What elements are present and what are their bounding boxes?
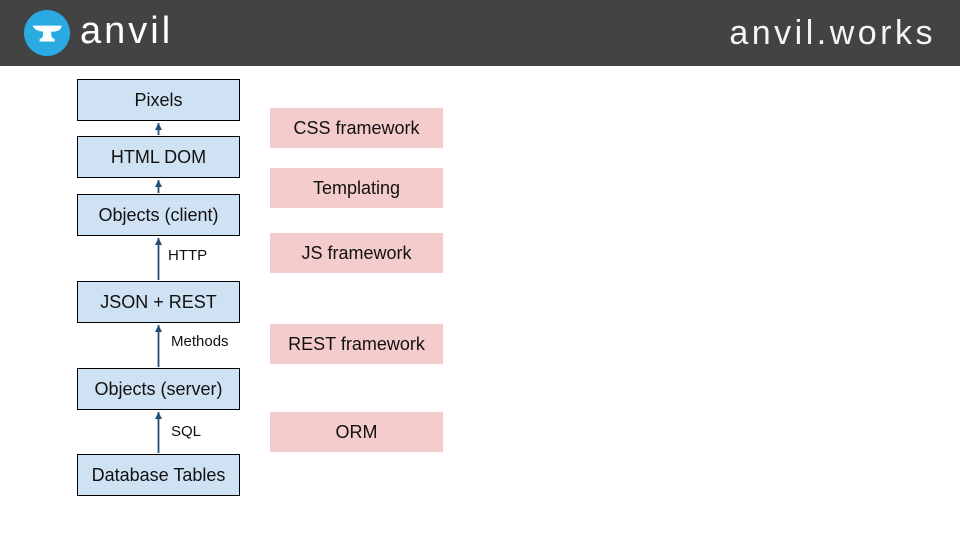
framework-box-js-framework: JS framework: [270, 233, 443, 273]
stack-box-pixels: Pixels: [77, 79, 240, 121]
framework-box-templating: Templating: [270, 168, 443, 208]
framework-box-rest-framework: REST framework: [270, 324, 443, 364]
framework-box-orm: ORM: [270, 412, 443, 452]
arrow-label-methods: Methods: [171, 333, 229, 350]
anvil-logo-icon: [24, 10, 70, 56]
stack-box-database-tables: Database Tables: [77, 454, 240, 496]
stack-box-objects-server: Objects (server): [77, 368, 240, 410]
stack-box-json-rest: JSON + REST: [77, 281, 240, 323]
stack-box-html-dom: HTML DOM: [77, 136, 240, 178]
brand-wordmark: anvil: [80, 10, 174, 52]
framework-box-css-framework: CSS framework: [270, 108, 443, 148]
stack-box-objects-client: Objects (client): [77, 194, 240, 236]
header-bar: anvil anvil.works: [0, 0, 960, 66]
brand: anvil: [24, 10, 173, 56]
arrow-label-http: HTTP: [168, 247, 208, 264]
site-url: anvil.works: [729, 14, 936, 52]
arrow-label-sql: SQL: [171, 423, 202, 440]
